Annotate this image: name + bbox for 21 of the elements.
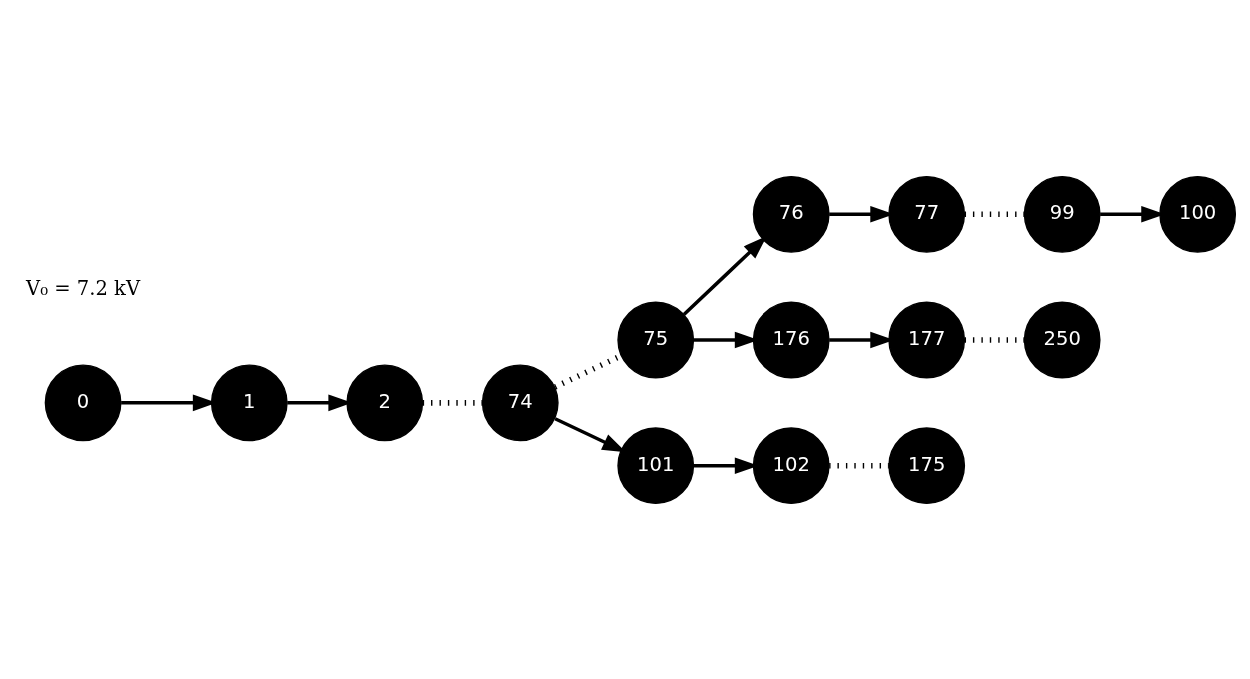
node-circle: 77 [888,175,966,253]
arrow [682,235,767,316]
connector [422,399,483,406]
node-circle: 99 [1023,175,1101,253]
node-label: V₀ = 7.2 kV [26,276,141,300]
node-circle: 100 [1159,175,1237,253]
node-circle: 177 [888,301,966,378]
node-circle: 101 [617,426,695,504]
connector [829,462,889,468]
node-circle: 102 [752,426,830,504]
node-circle: 75 [617,301,695,378]
node-circle: 175 [888,426,966,504]
connector [964,211,1025,217]
node-circle: 176 [752,301,830,378]
node-circle: 76 [752,175,830,253]
node-circle: 2 [346,363,424,441]
node-circle: 250 [1023,301,1101,378]
node-circle: 0 [44,363,122,441]
connector [964,336,1025,343]
node-circle: 74 [481,363,559,441]
node-circle: 1 [210,363,288,441]
